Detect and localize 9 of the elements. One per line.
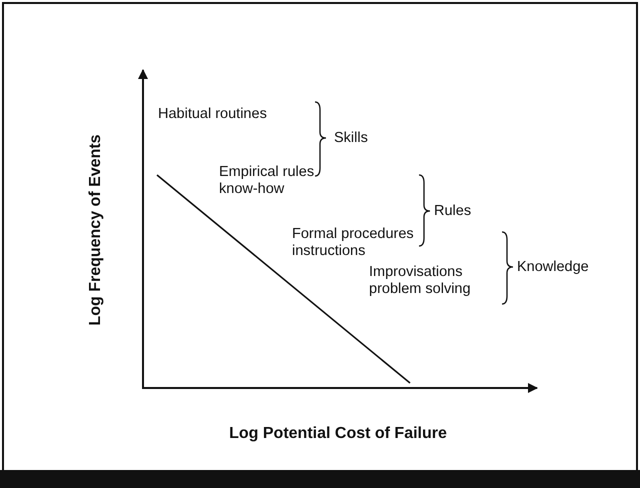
- category-label: Skills: [334, 130, 369, 147]
- label-text: Improvisations problem solving: [369, 264, 472, 298]
- category-label: Knowledge: [517, 259, 590, 276]
- axis-title: Log Frequency of Events: [87, 134, 105, 326]
- label-text: Empirical rules know-how: [219, 164, 316, 198]
- category-label: Rules: [434, 203, 472, 220]
- axis-title: Log Potential Cost of Failure: [229, 425, 447, 443]
- label-text: Habitual routines: [158, 106, 268, 123]
- label-text: Formal procedures instructions: [292, 226, 415, 260]
